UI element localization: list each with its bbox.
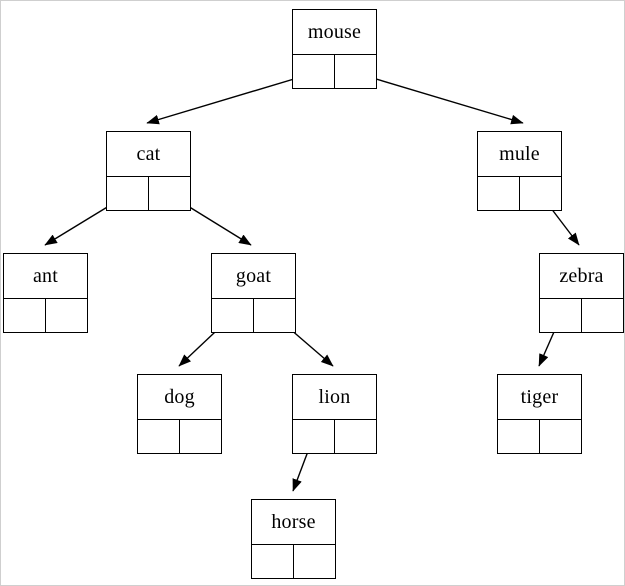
left-pointer-cell [478,177,520,210]
right-pointer-cell [46,299,88,332]
tree-node-pointer-cells [293,420,376,453]
right-pointer-cell [520,177,562,210]
tree-node-pointer-cells [498,420,581,453]
left-pointer-cell [252,545,294,578]
tree-node-label: tiger [498,375,581,420]
tree-node-zebra: zebra [539,253,624,333]
tree-node-mule: mule [477,131,562,211]
left-pointer-cell [107,177,149,210]
tree-node-label: ant [4,254,87,299]
tree-edge-mouse-right-mule [355,72,524,125]
right-pointer-cell [180,420,222,453]
right-pointer-cell [149,177,191,210]
left-pointer-cell [293,420,335,453]
left-pointer-cell [138,420,180,453]
tree-node-pointer-cells [293,55,376,88]
tree-node-pointer-cells [4,299,87,332]
right-pointer-cell [540,420,582,453]
tree-node-label: mouse [293,10,376,55]
tree-node-pointer-cells [138,420,221,453]
tree-node-label: goat [212,254,295,299]
tree-node-label: cat [107,132,190,177]
tree-node-dog: dog [137,374,222,454]
tree-node-horse: horse [251,499,336,579]
tree-node-label: mule [478,132,561,177]
tree-edge-mouse-left-cat [146,72,315,125]
left-pointer-cell [212,299,254,332]
tree-node-pointer-cells [252,545,335,578]
tree-node-lion: lion [292,374,377,454]
tree-node-goat: goat [211,253,296,333]
right-pointer-cell [335,420,377,453]
right-pointer-cell [294,545,336,578]
tree-node-ant: ant [3,253,88,333]
tree-node-pointer-cells [212,299,295,332]
left-pointer-cell [4,299,46,332]
tree-node-label: horse [252,500,335,545]
left-pointer-cell [498,420,540,453]
right-pointer-cell [582,299,624,332]
tree-node-pointer-cells [478,177,561,210]
tree-node-pointer-cells [107,177,190,210]
left-pointer-cell [540,299,582,332]
tree-node-cat: cat [106,131,191,211]
left-pointer-cell [293,55,335,88]
tree-node-mouse: mouse [292,9,377,89]
tree-node-pointer-cells [540,299,623,332]
tree-node-tiger: tiger [497,374,582,454]
right-pointer-cell [335,55,377,88]
tree-node-label: zebra [540,254,623,299]
tree-node-label: dog [138,375,221,420]
right-pointer-cell [254,299,296,332]
tree-node-label: lion [293,375,376,420]
